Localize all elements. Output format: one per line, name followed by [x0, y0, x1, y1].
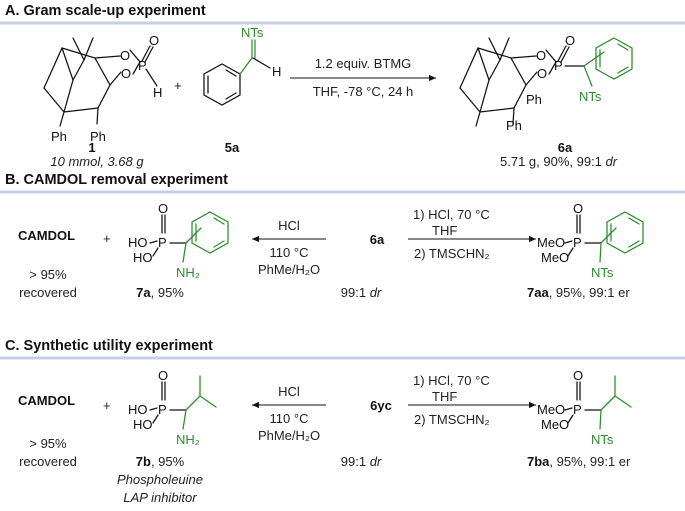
compound-6yc-center: 6yc [370, 398, 392, 413]
atom-p: P [138, 58, 147, 73]
atom-meo: MeO [541, 250, 569, 265]
atom-ho: HO [128, 402, 148, 417]
compound-1-label: 1 [88, 140, 95, 155]
hydrolysis-solvent: PhMe/H₂O [258, 428, 320, 443]
plus-sign: + [103, 231, 111, 246]
camdol-recovery-percent: > 95% [29, 267, 67, 282]
atom-o: O [158, 201, 168, 216]
hydrolysis-reagent: HCl [278, 384, 300, 399]
camdol-recovery-percent: > 95% [29, 436, 67, 451]
atom-ho: HO [133, 417, 153, 432]
atom-nh2: NH₂ [176, 432, 200, 447]
atom-o: O [121, 66, 131, 81]
atom-nts: NTs [591, 432, 614, 447]
section-a-title: A. Gram scale-up experiment [5, 3, 206, 19]
compound-6a-structure: O O P O Ph Ph NTs [459, 33, 633, 133]
compound-7b-structure: O P HO HO NH₂ [128, 368, 217, 447]
hydrolysis-temperature: 110 °C [270, 245, 309, 260]
atom-meo: MeO [541, 417, 569, 432]
atom-o: O [120, 48, 130, 63]
center-dr: 99:1 dr [341, 285, 382, 300]
condition-reagent: 1.2 equiv. BTMG [315, 56, 412, 71]
atom-ph: Ph [526, 92, 542, 107]
atom-p: P [158, 402, 167, 417]
compound-7ba-caption: 7ba, 95%, 99:1 er [527, 454, 631, 469]
hydrolysis-solvent: PhMe/H₂O [258, 262, 320, 277]
atom-p: P [554, 58, 563, 73]
plus-sign: + [103, 398, 111, 413]
compound-7a-structure: O P HO HO NH₂ [128, 201, 229, 280]
compound-7b-name: Phospholeuine [117, 472, 203, 487]
condition-solvent-temp: THF, -78 °C, 24 h [313, 84, 414, 99]
esterification-step2: 2) TMSCHN₂ [414, 412, 490, 427]
atom-ph: Ph [51, 129, 67, 144]
compound-7b-activity: LAP inhibitor [123, 490, 197, 505]
atom-o: O [149, 33, 159, 48]
compound-6a-center: 6a [370, 232, 385, 247]
atom-ph: Ph [90, 129, 106, 144]
hydrolysis-reagent: HCl [278, 218, 300, 233]
esterification-solvent: THF [432, 223, 457, 238]
atom-meo: MeO [537, 235, 565, 250]
camdol-recovery-text: recovered [19, 285, 77, 300]
compound-1-amount: 10 mmol, 3.68 g [50, 154, 144, 169]
compound-5a-label: 5a [225, 140, 240, 155]
esterification-step2: 2) TMSCHN₂ [414, 246, 490, 261]
atom-meo: MeO [537, 402, 565, 417]
atom-ho: HO [133, 250, 153, 265]
camdol-recovery-text: recovered [19, 454, 77, 469]
compound-7a-caption: 7a, 95% [136, 285, 184, 300]
atom-h: H [153, 85, 162, 100]
atom-nts: NTs [579, 89, 602, 104]
compound-5a-structure: NTs H [203, 25, 281, 106]
atom-ph: Ph [506, 118, 522, 133]
camdol-label: CAMDOL [18, 228, 75, 243]
esterification-step1: 1) HCl, 70 °C [413, 373, 490, 388]
compound-1-structure: O O P O H Ph Ph [43, 33, 162, 144]
section-b-title: B. CAMDOL removal experiment [5, 172, 228, 188]
plus-sign: + [174, 78, 182, 93]
camdol-label: CAMDOL [18, 393, 75, 408]
atom-p: P [573, 402, 582, 417]
atom-nts: NTs [591, 265, 614, 280]
esterification-solvent: THF [432, 389, 457, 404]
hydrolysis-temperature: 110 °C [270, 411, 309, 426]
atom-o: O [565, 33, 575, 48]
compound-6a-label: 6a [558, 140, 573, 155]
compound-7aa-structure: O P MeO MeO NTs [537, 201, 644, 280]
compound-7aa-caption: 7aa, 95%, 99:1 er [527, 285, 630, 300]
atom-nh2: NH₂ [176, 265, 200, 280]
section-c-title: C. Synthetic utility experiment [5, 338, 213, 354]
atom-o: O [158, 368, 168, 383]
compound-6a-result: 5.71 g, 90%, 99:1 dr [500, 154, 618, 169]
atom-ho: HO [128, 235, 148, 250]
center-dr: 99:1 dr [341, 454, 382, 469]
atom-o: O [537, 66, 547, 81]
compound-7ba-structure: O P MeO MeO NTs [537, 368, 632, 447]
atom-o: O [573, 201, 583, 216]
compound-7b-caption: 7b, 95% [136, 454, 185, 469]
atom-h: H [272, 64, 281, 79]
atom-nts: NTs [241, 25, 264, 40]
atom-o: O [573, 368, 583, 383]
atom-p: P [573, 235, 582, 250]
esterification-step1: 1) HCl, 70 °C [413, 207, 490, 222]
atom-o: O [536, 48, 546, 63]
atom-p: P [158, 235, 167, 250]
